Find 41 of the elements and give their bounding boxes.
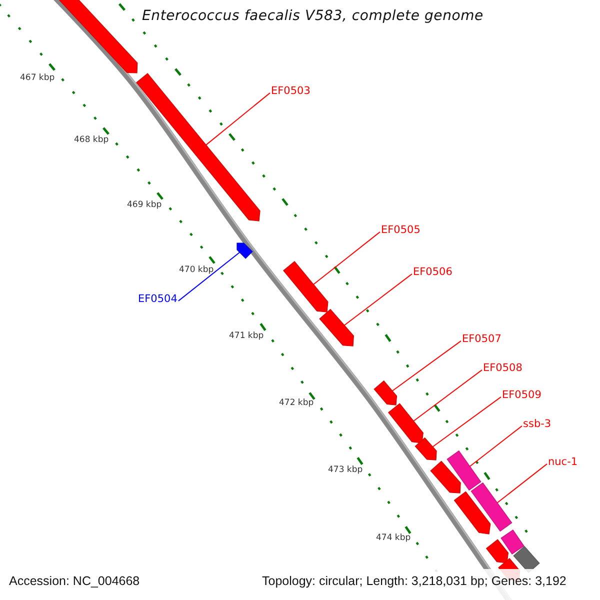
gene-label: ssb-3 (523, 419, 552, 431)
scale-label: 470 kbp (179, 266, 214, 276)
scale-label: 469 kbp (127, 201, 162, 210)
title: Enterococcus faecalis V583, complete genome (142, 9, 484, 24)
gene-block (454, 491, 491, 534)
leader-line (413, 369, 482, 422)
leader-line (496, 463, 548, 504)
gene-block (319, 308, 354, 346)
footer-text: Accession: NC_004668 (9, 575, 140, 589)
scale-label: 472 kbp (279, 399, 314, 408)
gene-label: EF0503 (271, 86, 310, 98)
leader-line (392, 340, 462, 392)
gene-bar (500, 530, 524, 554)
gene-bar (470, 482, 512, 532)
gene-block (486, 539, 508, 564)
leader-line (178, 252, 240, 302)
leader-line (344, 273, 412, 326)
leader-line (469, 425, 522, 467)
gene-block (283, 261, 328, 312)
gene-block (374, 380, 398, 406)
gene-label: EF0508 (483, 363, 522, 375)
footer-text: Topology: circular; Length: 3,218,031 bp; Genes: 3,192 (262, 575, 566, 589)
scale-label: 468 kbp (74, 136, 109, 146)
gene-block (236, 242, 253, 259)
scale-label: 467 kbp (20, 74, 55, 84)
gene-label: EF0509 (502, 390, 542, 402)
gene-block (414, 437, 437, 460)
leader-line (432, 396, 502, 448)
gene-label: nuc-1 (548, 457, 578, 469)
gene-label: EF0504 (138, 294, 178, 306)
leader-line (313, 231, 380, 285)
scale-label: 474 kbp (376, 534, 411, 544)
scale-label: 471 kbp (229, 332, 264, 342)
scale-label: 473 kbp (328, 466, 363, 476)
gene-block (430, 460, 461, 494)
gene-label: EF0506 (413, 267, 452, 279)
gene-block (388, 403, 424, 444)
gene-label: EF0507 (462, 334, 502, 346)
gene-label: EF0505 (381, 225, 420, 237)
leader-line (206, 92, 270, 146)
gene-bar (446, 450, 482, 491)
